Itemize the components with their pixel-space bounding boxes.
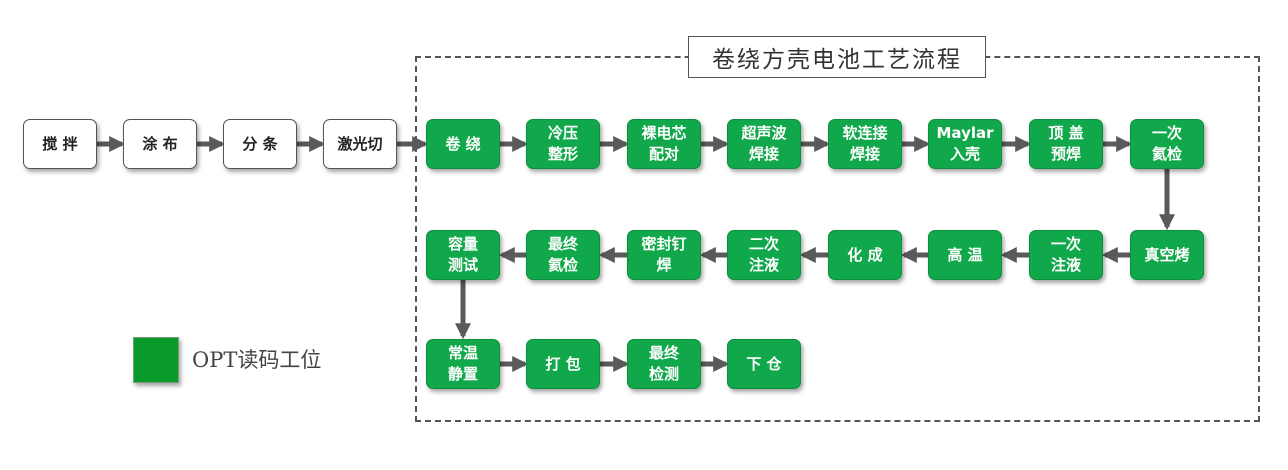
step-second-injection: 二次 注液 <box>727 230 801 280</box>
step-vacuum-baking: 真空烤 <box>1130 230 1204 280</box>
step-high-temperature: 高 温 <box>928 230 1002 280</box>
step-cell-pairing: 裸电芯 配对 <box>627 119 701 169</box>
step-warehousing: 下 仓 <box>727 339 801 389</box>
step-final-helium-test: 最终 氦检 <box>526 230 600 280</box>
step-first-injection: 一次 注液 <box>1029 230 1103 280</box>
step-final-inspection: 最终 检测 <box>627 339 701 389</box>
step-room-temp-standing: 常温 静置 <box>426 339 500 389</box>
step-laser-cutting: 激光切 <box>323 119 397 169</box>
step-soft-connection-welding: 软连接 焊接 <box>828 119 902 169</box>
step-cold-press: 冷压 整形 <box>526 119 600 169</box>
step-winding: 卷 绕 <box>426 119 500 169</box>
step-seal-pin-welding: 密封钉 焊 <box>627 230 701 280</box>
legend-label: OPT读码工位 <box>192 348 322 372</box>
step-slitting: 分 条 <box>223 119 297 169</box>
step-mylar-casing: Maylar 入壳 <box>928 119 1002 169</box>
process-title: 卷绕方壳电池工艺流程 <box>688 36 986 78</box>
step-packing: 打 包 <box>526 339 600 389</box>
step-formation: 化 成 <box>828 230 902 280</box>
step-capacity-test: 容量 测试 <box>426 230 500 280</box>
step-first-helium-test: 一次 氦检 <box>1130 119 1204 169</box>
step-top-cover-prewelding: 顶 盖 预焊 <box>1029 119 1103 169</box>
step-mixing: 搅 拌 <box>23 119 97 169</box>
legend-swatch <box>133 337 179 383</box>
step-ultrasonic-welding: 超声波 焊接 <box>727 119 801 169</box>
step-coating: 涂 布 <box>123 119 197 169</box>
